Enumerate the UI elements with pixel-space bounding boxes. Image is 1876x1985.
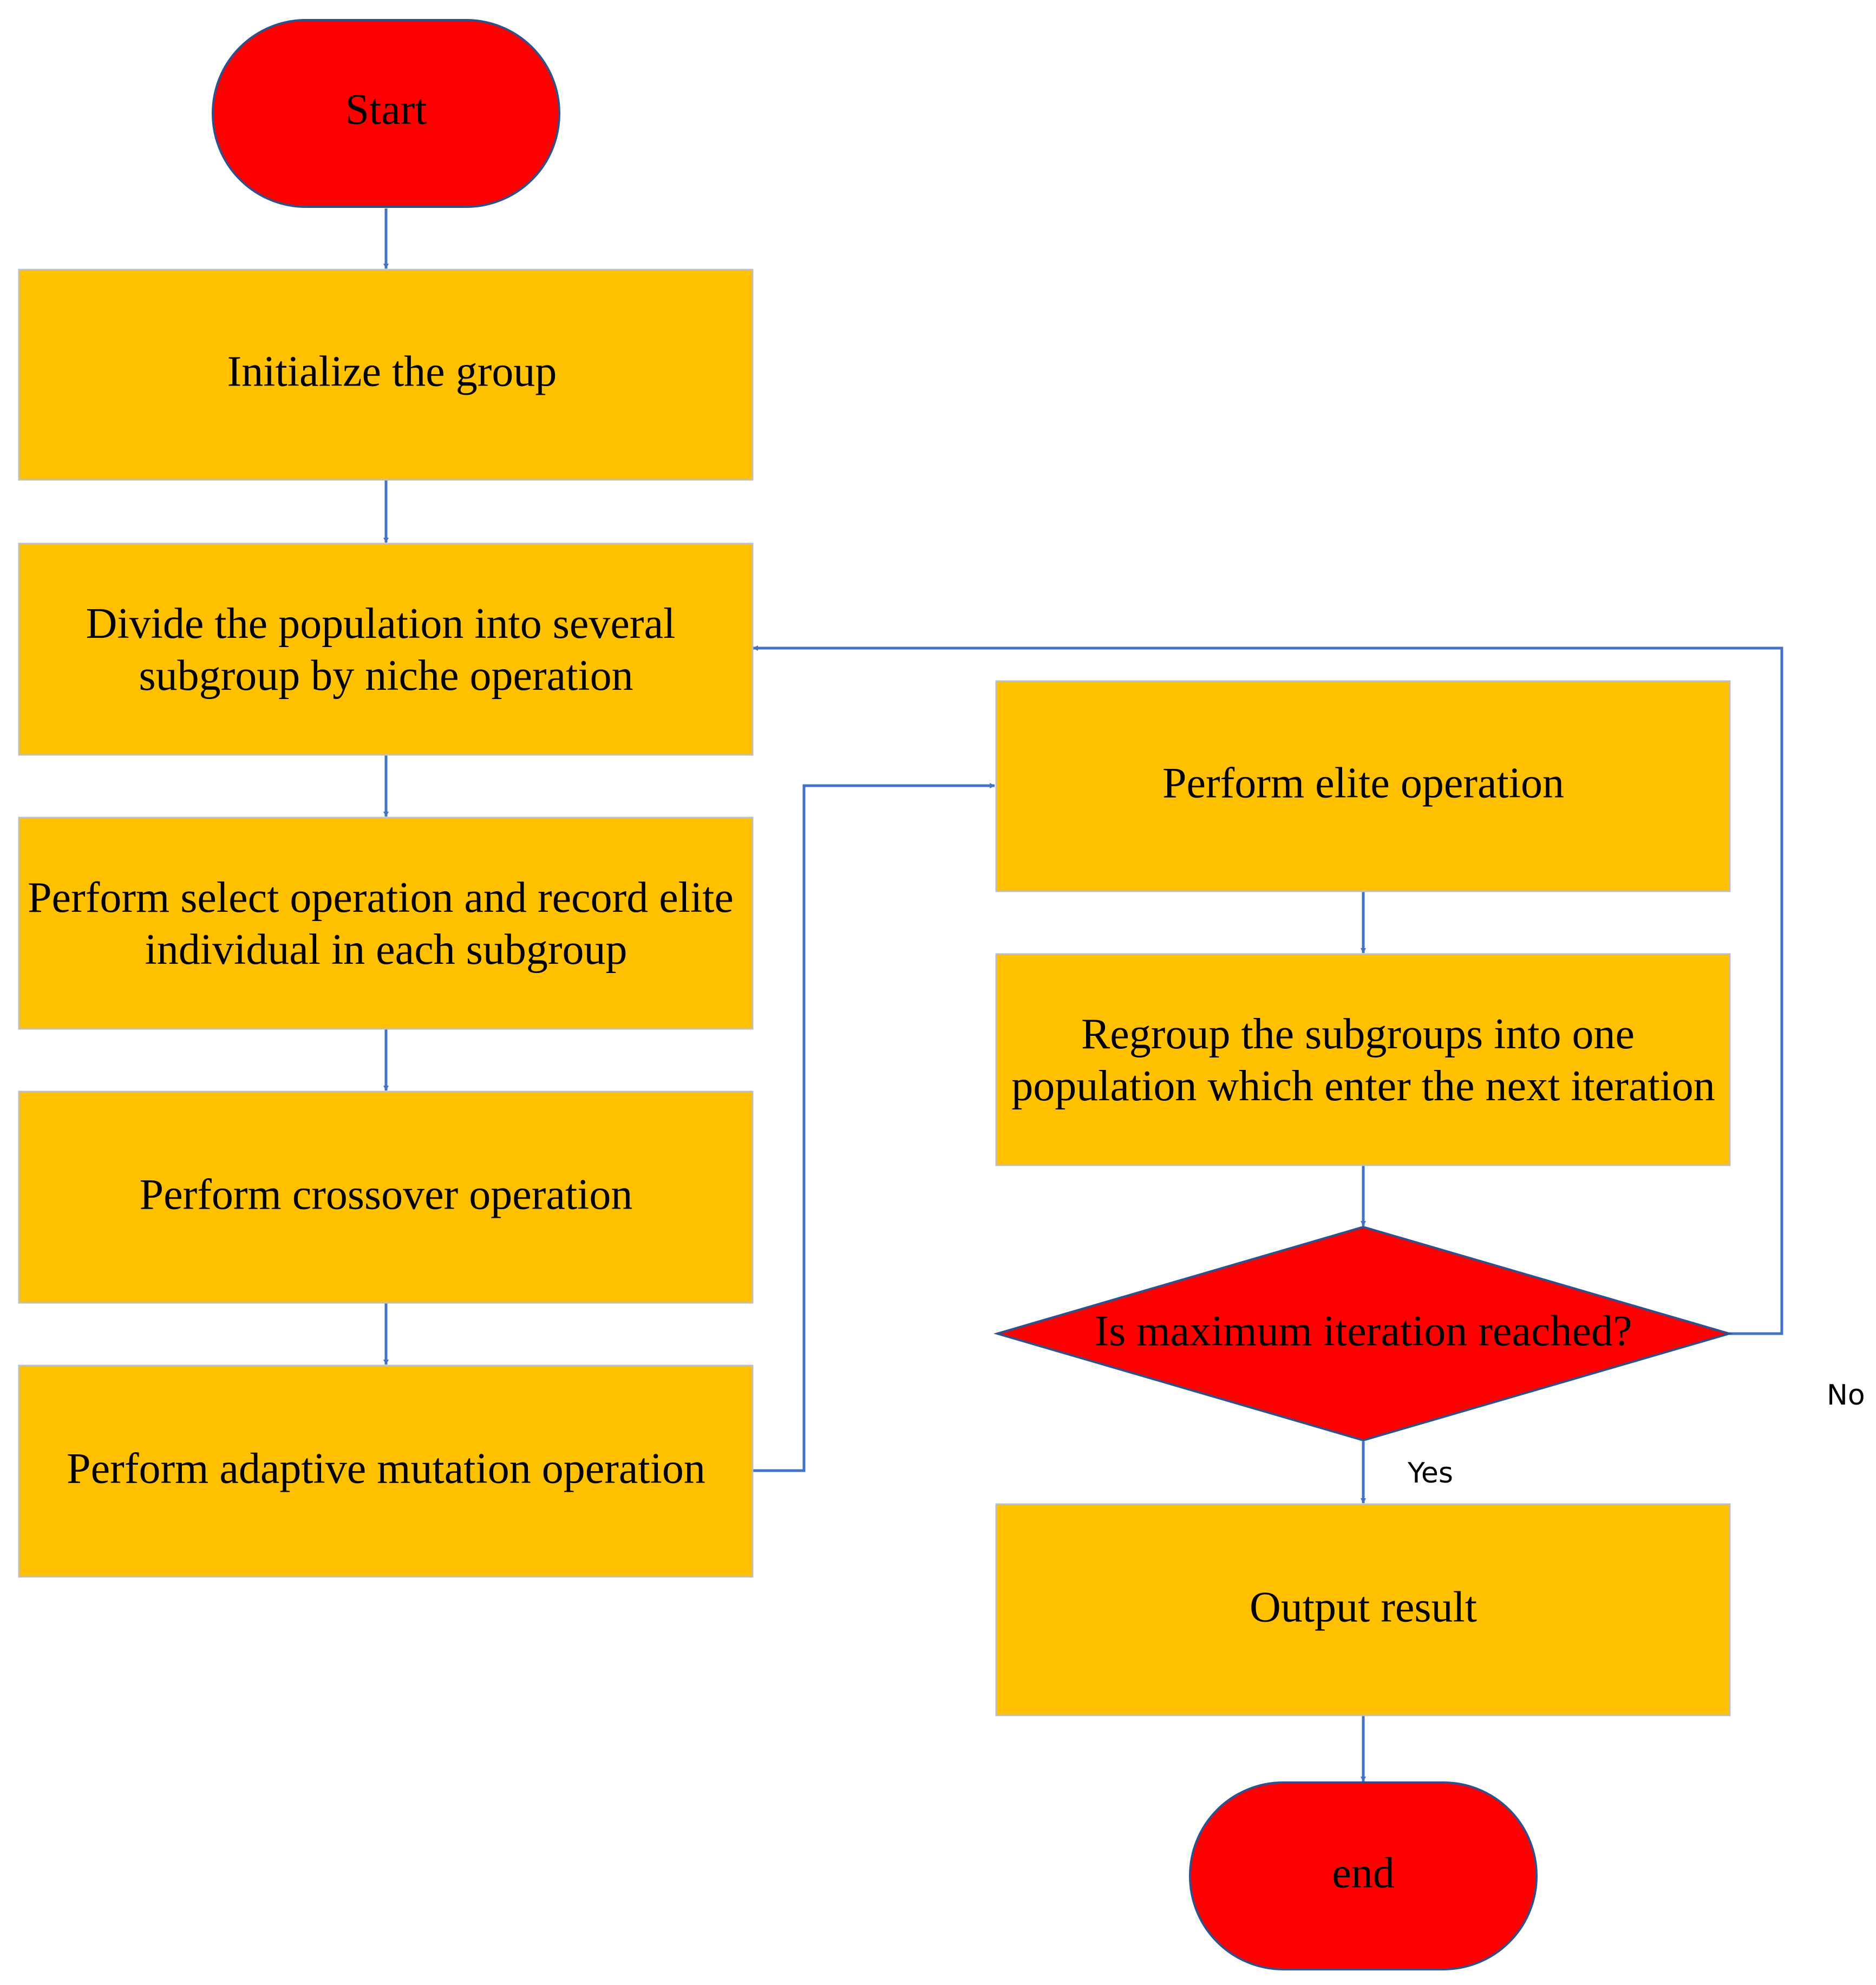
initialize-process: Initialize the group <box>18 269 754 481</box>
edge-mutation-to-elite <box>753 783 995 1472</box>
select-label-line-1: Perform select operation and record elit… <box>28 874 734 922</box>
connectors <box>383 208 1783 1782</box>
initialize-shape <box>18 269 754 481</box>
select-process: Perform select operation and record elit… <box>18 817 754 1030</box>
start-terminal: Start <box>212 19 560 208</box>
divide-label-line-2: subgroup by niche operation <box>139 652 633 700</box>
crossover-process: Perform crossover operation <box>18 1091 754 1304</box>
elite-shape <box>995 680 1731 892</box>
output-process: Output result <box>995 1503 1731 1716</box>
edge-label-no: No <box>1827 1379 1865 1412</box>
decision-node: Is maximum iteration reached? <box>993 1225 1734 1442</box>
divide-label-line-1: Divide the population into several <box>86 600 676 648</box>
select-shape <box>18 817 754 1030</box>
decision-label: Is maximum iteration reached? <box>1095 1307 1632 1355</box>
regroup-label: Regroup the subgroups into one populatio… <box>1011 1010 1715 1110</box>
regroup-label-line-1: Regroup the subgroups into one <box>1081 1010 1635 1058</box>
mutation-label: Perform adaptive mutation operation <box>67 1445 705 1492</box>
crossover-label: Perform crossover operation <box>140 1171 633 1218</box>
start-shape <box>212 19 560 208</box>
divide-label: Divide the population into several subgr… <box>86 600 687 700</box>
elite-label: Perform elite operation <box>1162 759 1564 807</box>
decision-shape <box>993 1225 1734 1442</box>
end-shape <box>1189 1781 1538 1970</box>
end-terminal: end <box>1189 1781 1538 1970</box>
edge-decision-no-to-divide <box>753 645 1783 1335</box>
divide-process: Divide the population into several subgr… <box>18 543 754 756</box>
divide-shape <box>18 543 754 756</box>
select-label-line-2: individual in each subgroup <box>145 926 627 974</box>
regroup-shape <box>995 953 1731 1166</box>
select-label: Perform select operation and record elit… <box>28 874 744 974</box>
mutation-shape <box>18 1364 754 1578</box>
end-label: end <box>1332 1849 1395 1897</box>
output-label: Output result <box>1250 1583 1477 1631</box>
regroup-label-line-2: population which enter the next iteratio… <box>1011 1062 1715 1110</box>
regroup-process: Regroup the subgroups into one populatio… <box>995 953 1731 1166</box>
initialize-label: Initialize the group <box>227 348 557 395</box>
elite-process: Perform elite operation <box>995 680 1731 892</box>
edge-label-yes: Yes <box>1407 1457 1453 1490</box>
mutation-process: Perform adaptive mutation operation <box>18 1364 754 1578</box>
start-label: Start <box>345 86 427 133</box>
output-shape <box>995 1503 1731 1716</box>
crossover-shape <box>18 1091 754 1304</box>
